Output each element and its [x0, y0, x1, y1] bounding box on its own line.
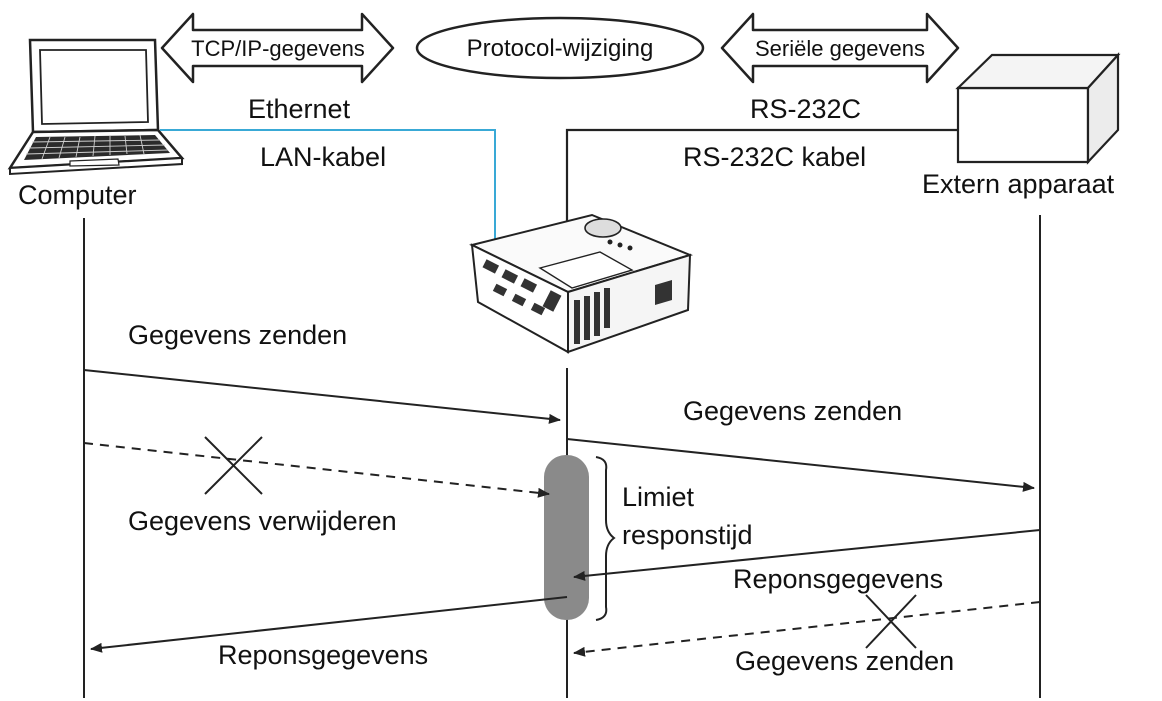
external-device-icon	[955, 52, 1121, 165]
lan-cable	[160, 129, 496, 258]
send-data-label-1: Gegevens zenden	[128, 320, 347, 350]
response-data-label-2: Reponsgegevens	[218, 640, 428, 670]
response-data-label-1: Reponsgegevens	[733, 564, 943, 594]
response-time-limit-bar	[544, 455, 589, 620]
limit-label: Limiet	[622, 482, 695, 512]
protocol-change-ellipse: Protocol-wijziging	[415, 16, 705, 80]
response-time-label: responstijd	[622, 520, 753, 550]
projector-icon	[469, 213, 693, 354]
response-arrow-from-device	[573, 529, 1041, 581]
late-data-cross-icon	[865, 594, 917, 649]
discard-cross-icon	[204, 436, 263, 495]
send-data-label-3: Gegevens zenden	[735, 646, 954, 676]
rs232c-cable	[565, 128, 958, 250]
serial-double-arrow: Seriële gegevens	[720, 12, 960, 84]
response-time-brace	[595, 456, 616, 621]
rs232c-label: RS-232C	[750, 94, 861, 124]
discarded-data-arrow	[83, 442, 550, 498]
lan-cable-label: LAN-kabel	[260, 142, 386, 172]
rs232c-cable-label: RS-232C kabel	[683, 142, 866, 172]
tcpip-label: TCP/IP-gegevens	[191, 36, 365, 61]
send-data-arrow-2	[566, 438, 1035, 492]
response-arrow-to-computer	[90, 596, 568, 653]
laptop-icon	[7, 38, 185, 176]
computer-label: Computer	[18, 180, 137, 210]
discard-data-label: Gegevens verwijderen	[128, 506, 397, 536]
external-device-label: Extern apparaat	[922, 169, 1115, 199]
late-data-arrow	[573, 601, 1041, 657]
protocol-change-label: Protocol-wijziging	[467, 35, 654, 62]
ethernet-label: Ethernet	[248, 94, 351, 124]
serial-label: Seriële gegevens	[755, 36, 925, 61]
send-data-arrow-1	[83, 369, 561, 424]
tcpip-double-arrow: TCP/IP-gegevens	[160, 12, 395, 84]
send-data-label-2: Gegevens zenden	[683, 396, 902, 426]
